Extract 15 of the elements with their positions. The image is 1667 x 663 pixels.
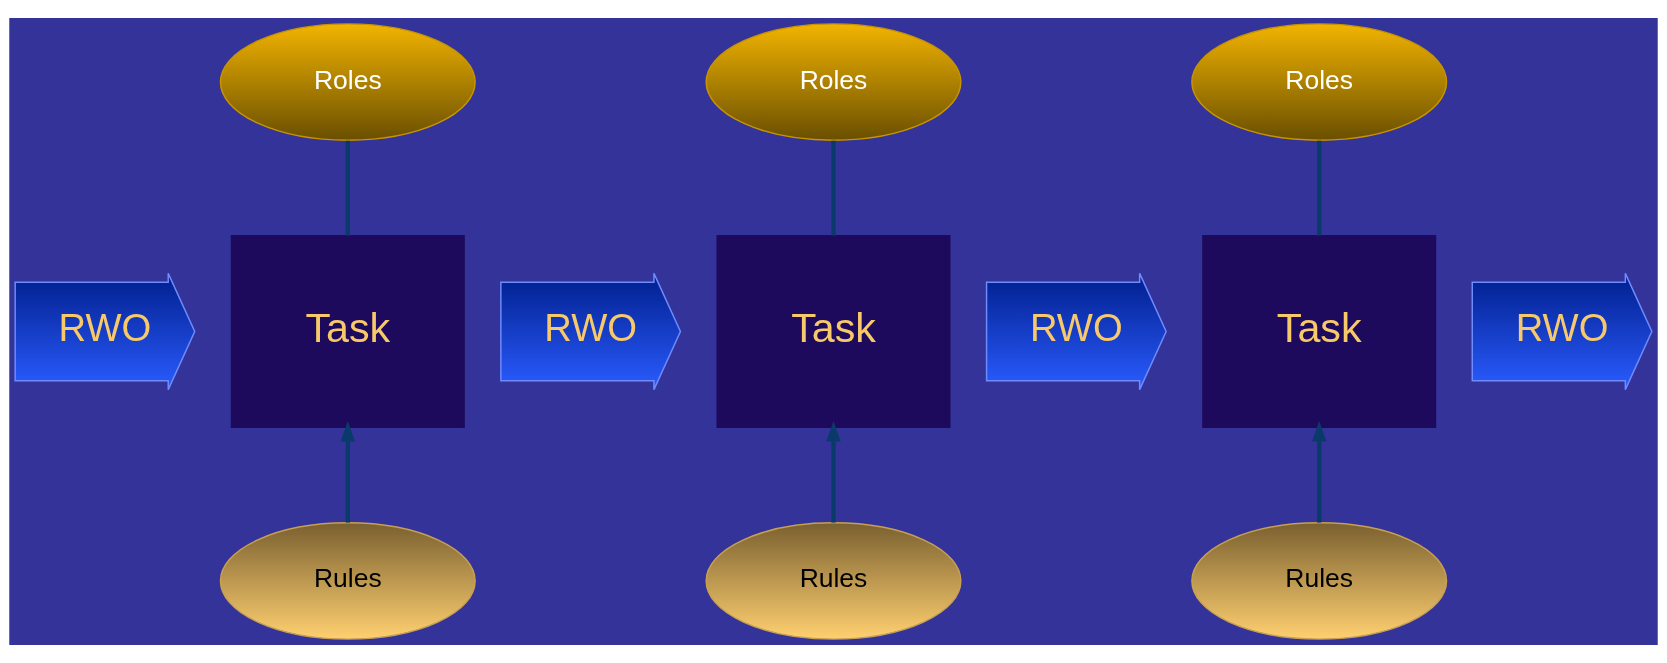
- connector: [1317, 140, 1322, 236]
- node-box: Task: [716, 235, 951, 428]
- node-ellipse: Roles: [219, 23, 476, 141]
- arrow: [826, 420, 841, 523]
- node-ellipse: Roles: [1191, 23, 1448, 141]
- connector: [831, 140, 836, 236]
- node-box: Task: [230, 235, 465, 428]
- node-ellipse: Rules: [1191, 522, 1448, 640]
- node-ellipse: Roles: [705, 23, 962, 141]
- arrow: [340, 420, 356, 523]
- connector: [345, 140, 350, 236]
- node-ellipse: Rules: [219, 522, 476, 640]
- arrow: [1311, 420, 1327, 523]
- node-box: Task: [1202, 235, 1437, 428]
- node-ellipse: Rules: [705, 522, 962, 640]
